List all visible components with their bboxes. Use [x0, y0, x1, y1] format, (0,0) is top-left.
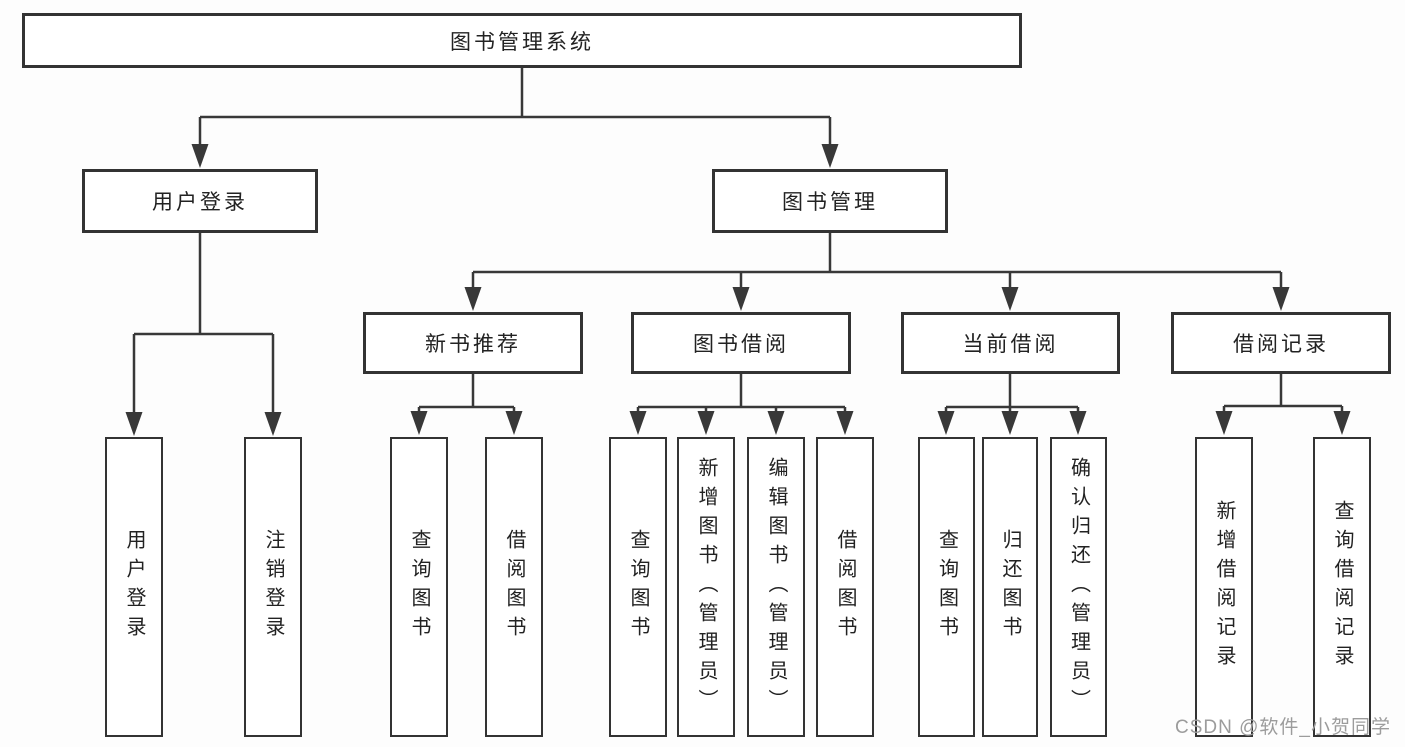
arrowheads [125, 144, 1351, 436]
node-current-borrowing: 当前借阅 [901, 312, 1120, 374]
leaf-query-books-recommend: 查询图书 [390, 437, 448, 737]
leaf-label: 借阅图书 [834, 529, 856, 645]
leaf-label: 借阅图书 [503, 529, 525, 645]
leaf-user-login: 用户登录 [105, 437, 163, 737]
leaf-label: 新增借阅记录 [1213, 500, 1235, 674]
leaf-edit-books-admin: 编辑图书（管理员） [747, 437, 805, 737]
leaf-label: 确认归还（管理员） [1067, 456, 1090, 718]
node-borrowing-records: 借阅记录 [1171, 312, 1391, 374]
leaf-label: 新增图书（管理员） [695, 456, 717, 718]
csdn-watermark: CSDN @软件_小贺同学 [1175, 717, 1391, 738]
leaf-label: 查询图书 [408, 529, 430, 645]
leaf-query-borrow-record: 查询借阅记录 [1313, 437, 1371, 737]
leaf-borrow-books-recommend: 借阅图书 [485, 437, 543, 737]
leaf-label: 查询借阅记录 [1331, 500, 1353, 674]
leaf-label: 查询图书 [935, 529, 958, 645]
node-new-book-recommendation: 新书推荐 [363, 312, 583, 374]
node-library-management-system: 图书管理系统 [22, 13, 1022, 68]
leaf-label: 用户登录 [123, 529, 145, 645]
leaf-logout: 注销登录 [244, 437, 302, 737]
node-book-borrowing: 图书借阅 [631, 312, 851, 374]
leaf-query-books-current: 查询图书 [918, 437, 975, 737]
leaf-return-books: 归还图书 [982, 437, 1038, 737]
leaf-label: 归还图书 [999, 529, 1021, 645]
leaf-borrow-books: 借阅图书 [816, 437, 874, 737]
leaf-confirm-return-admin: 确认归还（管理员） [1050, 437, 1107, 737]
node-book-management-branch: 图书管理 [712, 169, 948, 233]
connector-lines [132, 68, 1344, 418]
leaf-query-books-borrowing: 查询图书 [609, 437, 667, 737]
leaf-label: 注销登录 [262, 529, 284, 645]
node-user-login-branch: 用户登录 [82, 169, 318, 233]
leaf-label: 编辑图书（管理员） [765, 456, 787, 718]
leaf-label: 查询图书 [627, 529, 649, 645]
leaf-add-books-admin: 新增图书（管理员） [677, 437, 735, 737]
leaf-add-borrow-record: 新增借阅记录 [1195, 437, 1253, 737]
